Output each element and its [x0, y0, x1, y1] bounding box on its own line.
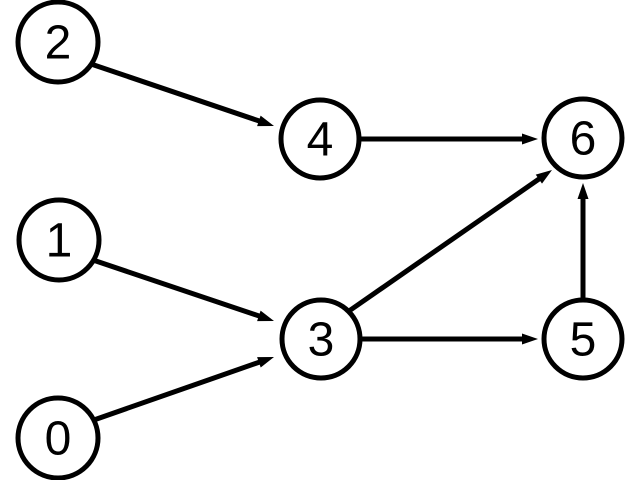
arrow-head-icon: [522, 133, 538, 145]
arrow-head-icon: [535, 170, 552, 184]
node-label: 4: [307, 114, 334, 167]
edge-3-to-5: [360, 333, 538, 345]
edge-line: [347, 175, 543, 314]
graph-node-2[interactable]: 2: [15, 0, 101, 85]
node-circle[interactable]: [279, 297, 363, 381]
edges-layer: [89, 61, 589, 424]
edge-5-to-6: [577, 183, 589, 300]
node-circle[interactable]: [278, 97, 362, 181]
edge-1-to-3: [89, 256, 274, 322]
node-circle[interactable]: [15, 0, 101, 85]
node-circle[interactable]: [15, 395, 101, 480]
node-label: 0: [45, 413, 72, 466]
arrow-head-icon: [257, 357, 274, 368]
node-label: 3: [308, 314, 335, 367]
arrow-head-icon: [577, 183, 589, 199]
edge-0-to-3: [90, 357, 274, 424]
node-circle[interactable]: [541, 96, 625, 180]
node-label: 1: [46, 215, 73, 268]
arrow-head-icon: [522, 333, 538, 345]
arrow-head-icon: [257, 310, 274, 322]
edge-4-to-6: [359, 133, 538, 145]
graph-node-5[interactable]: 5: [541, 297, 625, 381]
nodes-layer: 0 1 2 3 4 5 6: [15, 0, 625, 480]
edge-2-to-4: [90, 61, 274, 127]
graph-node-6[interactable]: 6: [541, 96, 625, 180]
node-circle[interactable]: [16, 197, 102, 283]
node-label: 2: [45, 17, 72, 70]
node-circle[interactable]: [541, 297, 625, 381]
edge-line: [89, 256, 263, 320]
graph-node-0[interactable]: 0: [15, 395, 101, 480]
edge-3-to-6: [347, 170, 552, 314]
graph-node-1[interactable]: 1: [16, 197, 102, 283]
edge-line: [90, 358, 263, 424]
arrow-head-icon: [257, 115, 274, 127]
graph-node-3[interactable]: 3: [279, 297, 363, 381]
edge-line: [90, 61, 263, 125]
node-label: 6: [570, 113, 597, 166]
graph-node-4[interactable]: 4: [278, 97, 362, 181]
node-label: 5: [570, 314, 597, 367]
